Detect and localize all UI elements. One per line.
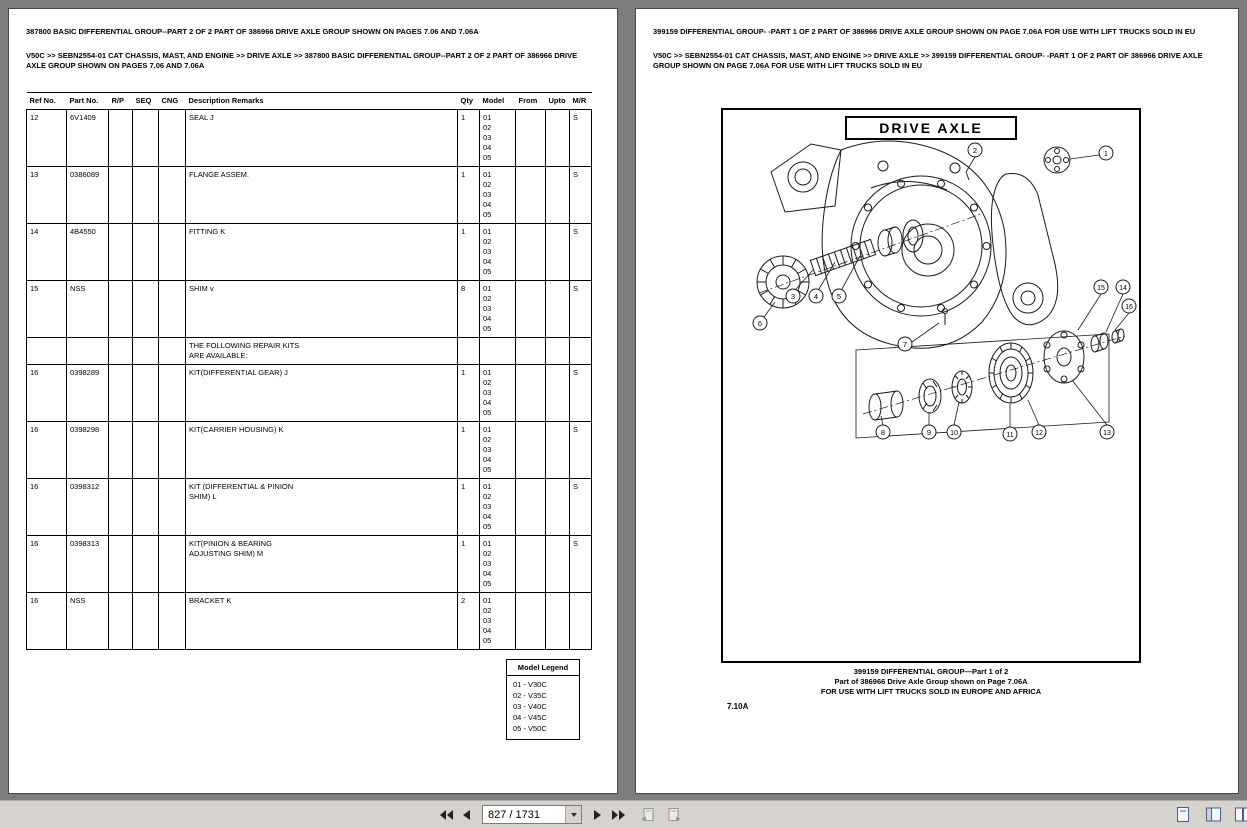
diagram-caption: 399159 DIFFERENTIAL GROUP—Part 1 of 2 Pa… — [721, 667, 1141, 697]
caption-line-2: Part of 386966 Drive Axle Group shown on… — [834, 677, 1028, 686]
table-row: 14 4B4550 FITTING K 1 01 02 03 04 05 S — [26, 223, 592, 281]
col-qty: Qty — [457, 92, 480, 110]
table-row: 16 NSS BRACKET K 2 01 02 03 04 05 — [26, 592, 592, 650]
document-list-icon — [1177, 807, 1189, 822]
caption-line-3: FOR USE WITH LIFT TRUCKS SOLD IN EUROPE … — [820, 687, 1042, 696]
double-right-arrow-icon — [611, 809, 625, 820]
legend-entry: 03 - V40C — [513, 702, 547, 711]
table-note-row: THE FOLLOWING REPAIR KITS ARE AVAILABLE: — [26, 337, 592, 365]
page-back-icon — [641, 807, 654, 821]
next-page-button[interactable] — [588, 805, 608, 825]
callout-number: 5 — [837, 292, 841, 301]
table-header-row: Ref No. Part No. R/P SEQ CNG Description… — [26, 92, 592, 110]
col-model: Model — [479, 92, 516, 110]
callout-number: 12 — [1035, 430, 1043, 437]
viewer-toolbar: 827 / 1731 — [0, 800, 1247, 828]
page-navigation: 827 / 1731 — [436, 801, 684, 828]
callout-number: 8 — [881, 428, 885, 437]
callout-number: 9 — [927, 428, 931, 437]
callout-number: 7 — [903, 340, 907, 349]
previous-page-button[interactable] — [456, 805, 476, 825]
col-mr: M/R — [569, 92, 592, 110]
col-upto: Upto — [545, 92, 570, 110]
document-list-button[interactable] — [1173, 805, 1193, 825]
combo-dropdown-button[interactable] — [565, 806, 581, 823]
table-row: 16 0398313 KIT(PINION & BEARING ADJUSTIN… — [26, 535, 592, 593]
page-layout-button[interactable] — [1203, 805, 1223, 825]
col-ref-no: Ref No. — [26, 92, 67, 110]
previous-view-button[interactable] — [638, 805, 658, 825]
parts-table: Ref No. Part No. R/P SEQ CNG Description… — [26, 92, 592, 650]
col-rp: R/P — [108, 92, 133, 110]
table-row: 16 0398312 KIT (DIFFERENTIAL & PINION SH… — [26, 478, 592, 536]
first-page-button[interactable] — [436, 805, 456, 825]
drive-axle-illustration: DRIVE AXLE — [752, 116, 1137, 442]
diagram-title: DRIVE AXLE — [879, 120, 983, 136]
split-page-icon — [1205, 807, 1221, 822]
chevron-down-icon — [570, 812, 577, 817]
callout-number: 14 — [1119, 285, 1127, 292]
catalog-page-left: 387800 BASIC DIFFERENTIAL GROUP--PART 2 … — [8, 8, 618, 794]
view-mode-icons — [1173, 801, 1247, 828]
col-cng: CNG — [158, 92, 186, 110]
right-arrow-icon — [594, 809, 601, 820]
left-page-breadcrumb: V50C >> SEBN2554-01 CAT CHASSIS, MAST, A… — [26, 51, 578, 70]
drive-axle-diagram: DRIVE AXLE — [721, 108, 1141, 663]
callout-number: 1 — [1104, 149, 1108, 158]
diagram-callouts: 1 2 3 4 5 6 7 8 9 10 11 12 13 14 15 16 — [752, 142, 1137, 442]
legend-entry: 04 - V45C — [513, 713, 547, 722]
left-page-title: 387800 BASIC DIFFERENTIAL GROUP--PART 2 … — [26, 27, 479, 36]
last-page-button[interactable] — [608, 805, 628, 825]
model-legend: Model Legend 01 - V30C 02 - V35C 03 - V4… — [506, 659, 580, 740]
col-description: Description Remarks — [185, 92, 458, 110]
callout-number: 4 — [814, 292, 818, 301]
pages-panel-button[interactable] — [1233, 805, 1247, 825]
callout-number: 10 — [950, 430, 958, 437]
page-indicator-value[interactable]: 827 / 1731 — [488, 808, 540, 821]
callout-number: 11 — [1006, 432, 1013, 439]
double-left-arrow-icon — [439, 809, 453, 820]
model-legend-title: Model Legend — [507, 660, 579, 676]
left-arrow-icon — [463, 809, 470, 820]
page-number: 7.10A — [727, 702, 749, 711]
table-row: 16 0398298 KIT(CARRIER HOUSING) K 1 01 0… — [26, 421, 592, 479]
callout-number: 13 — [1103, 430, 1111, 437]
col-seq: SEQ — [132, 92, 159, 110]
table-row: 15 NSS SHIM v 8 01 02 03 04 05 S — [26, 280, 592, 338]
page-forward-icon — [668, 807, 681, 821]
legend-entry: 01 - V30C — [513, 680, 547, 689]
callout-number: 2 — [973, 146, 977, 155]
col-from: From — [515, 92, 546, 110]
catalog-page-right: 399159 DIFFERENTIAL GROUP- -PART 1 OF 2 … — [635, 8, 1239, 794]
col-part-no: Part No. — [66, 92, 109, 110]
legend-entry: 02 - V35C — [513, 691, 547, 700]
double-page-icon — [1235, 807, 1247, 822]
callout-number: 6 — [758, 319, 762, 328]
legend-entry: 05 - V50C — [513, 724, 547, 733]
page-indicator-combobox[interactable]: 827 / 1731 — [482, 805, 582, 824]
right-page-title: 399159 DIFFERENTIAL GROUP- -PART 1 OF 2 … — [653, 27, 1196, 36]
callout-number: 16 — [1125, 304, 1133, 311]
callout-number: 3 — [791, 292, 795, 301]
table-row: 12 6V1409 SEAL J 1 01 02 03 04 05 S — [26, 109, 592, 167]
right-page-breadcrumb: V50C >> SEBN2554-01 CAT CHASSIS, MAST, A… — [653, 51, 1203, 70]
table-row: 16 0398289 KIT(DIFFERENTIAL GEAR) J 1 01… — [26, 364, 592, 422]
table-row: 13 0386089 FLANGE ASSEM. 1 01 02 03 04 0… — [26, 166, 592, 224]
next-view-button[interactable] — [664, 805, 684, 825]
callout-number: 15 — [1097, 285, 1105, 292]
caption-line-1: 399159 DIFFERENTIAL GROUP—Part 1 of 2 — [853, 667, 1009, 676]
